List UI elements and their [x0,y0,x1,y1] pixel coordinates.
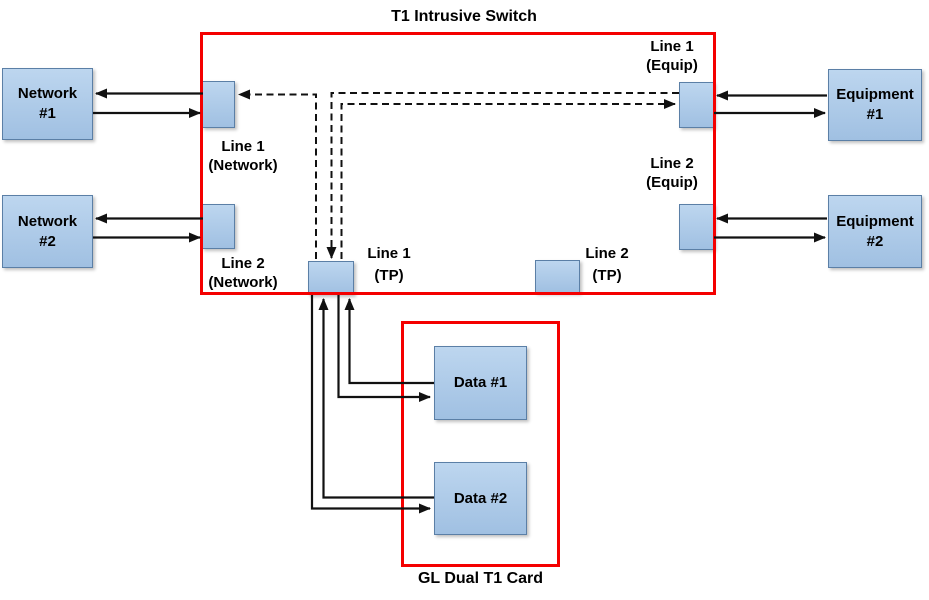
node-network-1: Network #1 [2,68,93,140]
port-label-line: Line 2 [221,255,265,272]
label-line1-network: Line 1 (Network) [188,137,298,175]
arrow-data1-to-tp [344,298,434,385]
node-data-1: Data #1 [434,346,527,420]
port-label-line: Line 2 [585,245,629,262]
node-label-line: #1 [866,106,884,123]
port-line2-equip [679,204,714,250]
node-label-line: #1 [39,105,56,122]
port-label-line: Line 1 [367,245,411,262]
node-network-2: Network #2 [2,195,93,268]
port-label-line: (Network) [208,157,278,174]
node-equipment-1: Equipment #1 [828,69,922,141]
dashed-arrow-tp-to-line1-network [238,89,317,259]
port-label-line: (TP) [592,267,622,284]
arrow-data2-to-tp [318,298,434,499]
label-line1-tp: Line 1 (TP) [334,243,444,287]
port-label-line: Line 1 [221,138,265,155]
node-label-line: #2 [39,232,56,250]
port-line1-tp [308,261,354,295]
port-label-line: Line 1 [650,38,694,55]
port-label-line: (Equip) [646,57,698,74]
label-line2-tp: Line 2 (TP) [552,243,662,287]
port-label-line: (TP) [374,267,404,284]
node-equipment-2: Equipment #2 [828,195,922,268]
arrow-tp-to-data2 [310,295,431,514]
node-data-2: Data #2 [434,462,527,535]
node-label-line: Equipment [836,212,914,230]
port-label-line: Line 2 [650,155,694,172]
label-line2-equip: Line 2 (Equip) [617,154,727,192]
label-line2-network: Line 2 (Network) [188,254,298,292]
port-line1-equip [679,82,714,128]
node-label-line: Network [17,85,78,102]
card-title-text: GL Dual T1 Card [417,570,544,587]
port-label-line: (Network) [208,274,278,291]
node-label-line: #2 [866,232,884,250]
arrow-tp-to-data1 [337,295,431,402]
node-label-line: Data #1 [453,374,508,391]
port-label-line: (Equip) [646,174,698,191]
node-label-line: Equipment [836,86,914,103]
port-line2-network [202,204,235,249]
port-line1-network [202,81,235,128]
label-line1-equip: Line 1 (Equip) [617,37,727,75]
switch-title-text: T1 Intrusive Switch [391,8,537,25]
switch-title: T1 Intrusive Switch [208,7,720,26]
port-line2-tp [535,260,580,293]
node-label-line: Network [17,212,78,230]
node-label-line: Data #2 [453,489,508,507]
card-title: GL Dual T1 Card [401,569,560,588]
